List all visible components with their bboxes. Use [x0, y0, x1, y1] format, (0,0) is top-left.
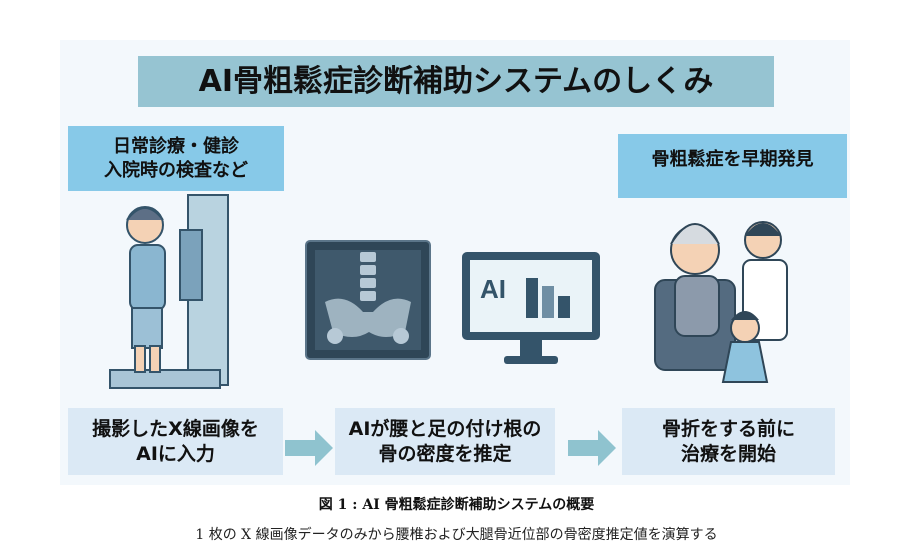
patient-doctor-illustration	[654, 221, 788, 383]
ai-monitor-icon: AI	[462, 252, 600, 364]
label-line: 入院時の検査など	[104, 159, 248, 181]
monitor-ai-label: AI	[480, 274, 506, 304]
pelvis-xray-image	[305, 240, 431, 360]
diagram-title: AI骨粗鬆症診断補助システムのしくみ	[138, 56, 774, 107]
step-line: 骨の密度を推定	[378, 442, 512, 465]
step-line: 骨折をする前に	[661, 417, 795, 440]
xray-patient-illustration	[109, 194, 229, 389]
label-line: 日常診療・健診	[113, 136, 239, 158]
figure-caption: 図 1 : AI 骨粗鬆症診断補助システムの概要	[318, 497, 595, 513]
step-line: 治療を開始	[680, 442, 776, 465]
step-ai-estimate: AIが腰と足の付け根の骨の密度を推定	[335, 408, 555, 475]
label-line: 骨粗鬆症を早期発見	[651, 149, 814, 170]
label-early-detection: 骨粗鬆症を早期発見	[618, 134, 847, 198]
step-line: 撮影したX線画像を	[92, 417, 259, 440]
arrow-right-icon	[285, 430, 333, 466]
label-routine-exam: 日常診療・健診入院時の検査など	[68, 126, 284, 191]
step-line: AIが腰と足の付け根の	[348, 417, 542, 440]
step-line: AIに入力	[136, 442, 215, 465]
figure-subcaption: 1 枚の X 線画像データのみから腰椎および大腿骨近位部の骨密度推定値を演算する	[195, 527, 718, 543]
step-start-treatment: 骨折をする前に治療を開始	[622, 408, 835, 475]
arrow-right-icon	[568, 430, 616, 466]
